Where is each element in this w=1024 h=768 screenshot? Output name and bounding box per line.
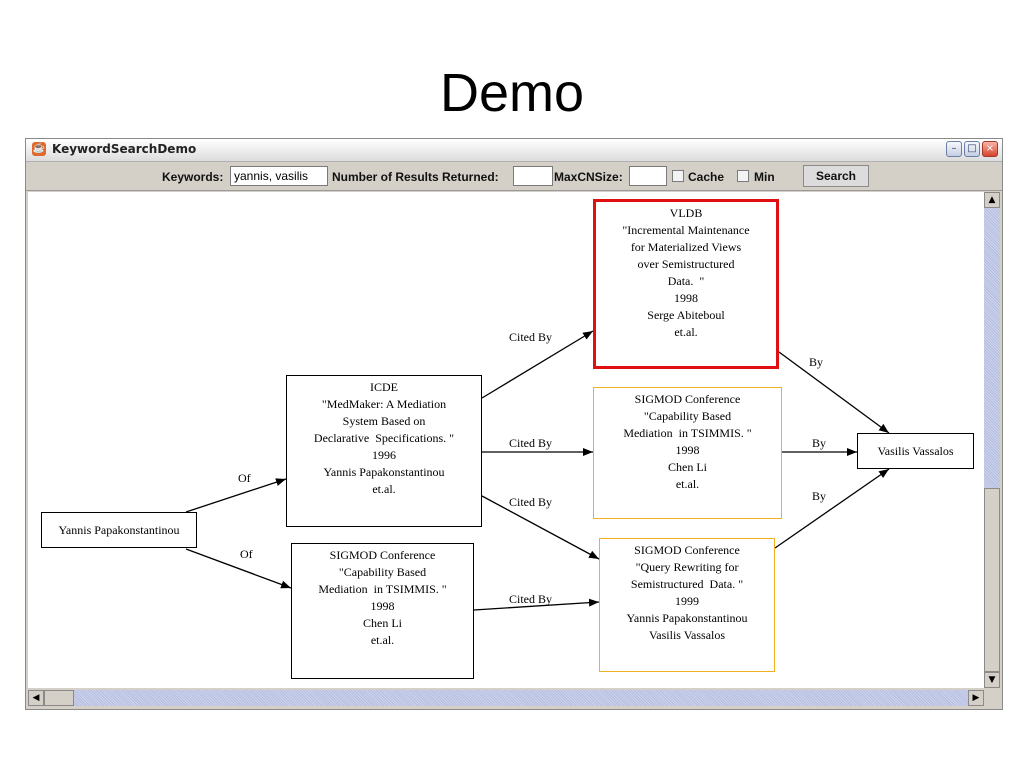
cache-label: Cache [688,170,725,184]
horizontal-scroll-thumb[interactable] [44,690,74,706]
node-text-line: Mediation in TSIMMIS. " [623,426,752,440]
min-label: Min [754,170,775,184]
node-text-line: Yannis Papakonstantinou [58,523,180,537]
edge-label-sigmod1-to-sigmod3: Cited By [509,592,553,606]
node-text-line: ICDE [370,380,398,394]
node-text-line: for Materialized Views [630,240,742,254]
edge-label-sigmod2-to-vasilis: By [812,436,827,450]
graph-node-vasilis[interactable]: Vasilis Vassalos [857,433,974,469]
node-text-line: SIGMOD Conference [634,392,741,406]
node-text-line: "Query Rewriting for [635,560,739,574]
edge-label-icde-to-sigmod3: Cited By [509,495,553,509]
node-text-line: SIGMOD Conference [329,548,436,562]
edge-label-icde-to-sigmod2: Cited By [509,436,553,450]
node-text-line: Vasilis Vassalos [648,628,726,642]
node-text-line: "Capability Based [338,565,427,579]
node-text-line: VLDB [669,206,703,220]
scroll-up-icon[interactable]: ▲ [984,192,1000,208]
node-text-line: et.al. [370,633,395,647]
vertical-scroll-thumb[interactable] [984,488,1000,672]
edge-icde-to-sigmod3 [481,495,600,560]
edge-label-yannis-to-icde: Of [238,471,251,485]
search-button[interactable]: Search [803,165,869,187]
node-text-line: Yannis Papakonstantinou [626,611,748,625]
graph-node-vldb[interactable]: VLDB "Incremental Maintenance for Material… [593,199,779,369]
window-title: KeywordSearchDemo [52,142,197,156]
cache-checkbox[interactable] [672,170,684,182]
results-label: Number of Results Returned: [332,170,499,184]
node-text-line: et.al. [674,325,698,339]
node-text-line: et.al. [675,477,700,491]
node-text-line: Vasilis Vassalos [877,444,954,458]
horizontal-scroll-track[interactable] [44,690,968,706]
scroll-down-icon[interactable]: ▼ [984,672,1000,688]
java-cup-icon: ☕ [32,142,46,156]
node-text-line: Semistructured Data. " [630,577,744,591]
node-text-line: 1999 [675,594,699,608]
node-text-line: over Semistructured [637,257,735,271]
maxcn-label: MaxCNSize: [554,170,623,184]
horizontal-scrollbar[interactable]: ◀ ▶ [28,690,984,706]
node-text-line: Declarative Specifications. " [313,431,455,445]
graph-edges [185,330,890,611]
edge-sigmod3-to-vasilis [774,468,890,549]
node-text-line: et.al. [372,482,396,496]
node-text-line: Chen Li [363,616,402,630]
close-icon[interactable]: × [982,141,998,157]
node-text-line: System Based on [342,414,426,428]
minimize-icon[interactable]: – [946,141,962,157]
node-text-line: "Capability Based [643,409,732,423]
node-text-line: Data. " [667,274,705,288]
edge-label-icde-to-vldb: Cited By [509,330,553,344]
edge-label-sigmod3-to-vasilis: By [812,489,827,503]
node-text-line: 1998 [674,291,698,305]
edge-sigmod1-to-sigmod3 [473,598,600,611]
node-text-line: "MedMaker: A Mediation [321,397,447,411]
edge-label-vldb-to-vasilis: By [809,355,824,369]
keyword-search-window: ☕ KeywordSearchDemo – □ × Keywords: Numb… [25,138,1003,710]
scroll-left-icon[interactable]: ◀ [28,690,44,706]
edge-vldb-to-vasilis [778,351,890,434]
min-checkbox[interactable] [737,170,749,182]
maximize-icon[interactable]: □ [964,141,980,157]
scroll-right-icon[interactable]: ▶ [968,690,984,706]
node-text-line: Serge Abiteboul [647,308,725,322]
node-text-line: 1998 [370,599,395,613]
results-input[interactable] [513,166,553,186]
node-text-line: Yannis Papakonstantinou [323,465,445,479]
vertical-scrollbar[interactable]: ▲ ▼ [984,192,1000,688]
node-text-line: 1996 [372,448,396,462]
edge-label-yannis-to-sigmod1: Of [240,547,253,561]
node-text-line: Mediation in TSIMMIS. " [318,582,447,596]
node-text-line: "Incremental Maintenance [622,223,750,237]
edge-icde-to-vldb [481,330,594,399]
window-titlebar[interactable]: ☕ KeywordSearchDemo – □ × [26,139,1002,162]
edge-yannis-to-sigmod1 [185,548,292,589]
keywords-input[interactable] [230,166,328,186]
search-toolbar: Keywords: Number of Results Returned: Ma… [26,162,1002,191]
slide-title: Demo [439,63,585,123]
edge-yannis-to-icde [185,478,287,513]
maxcn-input[interactable] [629,166,667,186]
graph-node-yannis[interactable]: Yannis Papakonstantinou [41,512,197,548]
node-text-line: Chen Li [668,460,707,474]
node-text-line: 1998 [675,443,700,457]
node-text-line: SIGMOD Conference [634,543,740,557]
keywords-label: Keywords: [162,170,224,184]
